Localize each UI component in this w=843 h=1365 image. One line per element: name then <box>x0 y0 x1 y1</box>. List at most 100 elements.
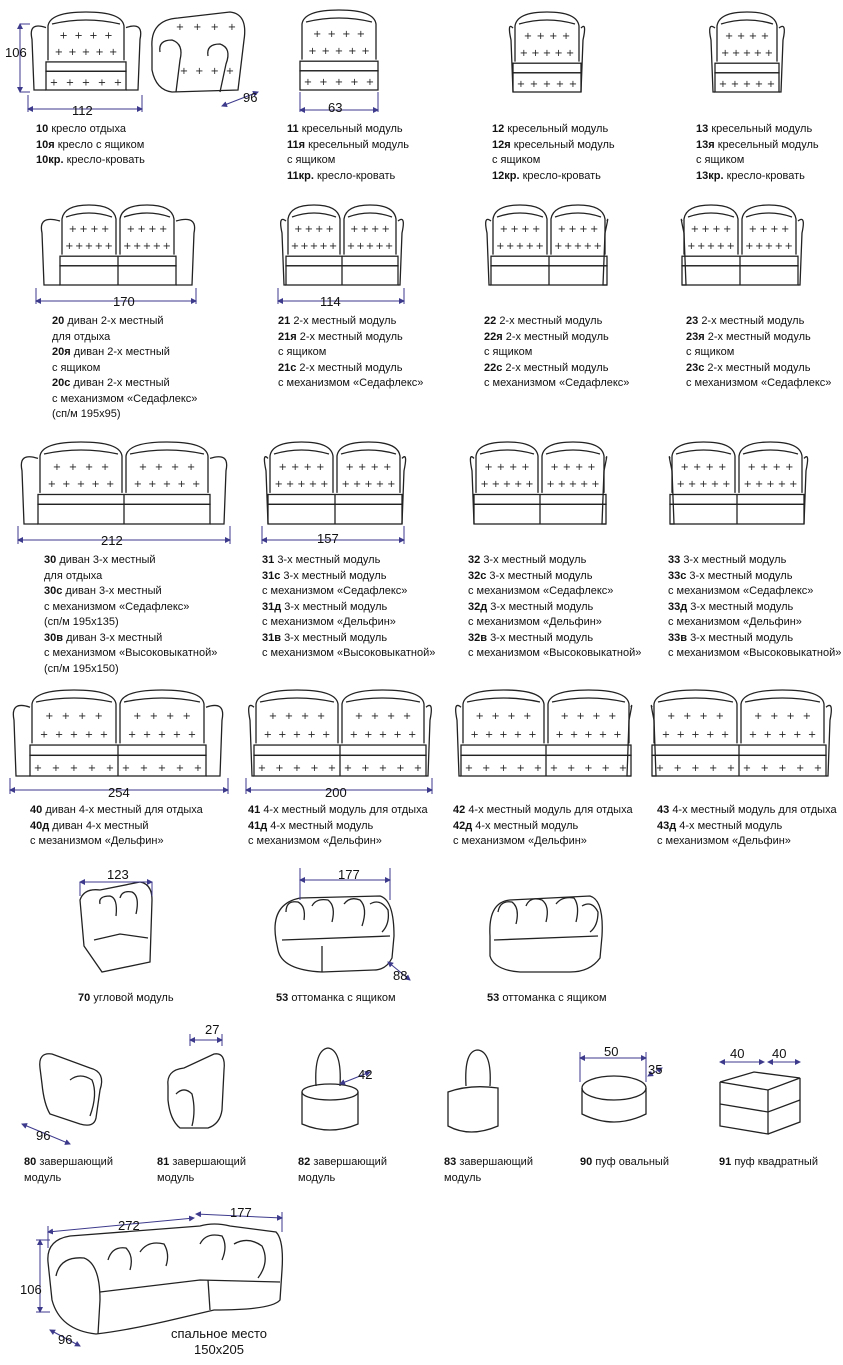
caption-line: с механизмом «Седафлекс» <box>484 376 629 392</box>
dimension-line <box>195 1211 283 1221</box>
model-code: 30с <box>44 585 63 597</box>
module-41: ++++++++++++++++++++++++++++ <box>248 689 432 777</box>
svg-text:+: + <box>78 711 86 722</box>
svg-text:+: + <box>484 462 492 473</box>
model-description: для отдыха <box>52 330 111 343</box>
svg-text:+: + <box>385 241 393 252</box>
svg-text:+: + <box>379 729 387 740</box>
module-22: ++++++++++++++++++ <box>485 204 609 286</box>
model-description: 2-х местный модуль <box>707 361 811 374</box>
module-43: ++++++++++++++++++++++++++++ <box>650 689 832 777</box>
model-code: 40д <box>30 819 50 832</box>
caption-line: 80 завершающий <box>24 1155 113 1171</box>
caption-line: (сп/м 195х135) <box>44 615 217 631</box>
svg-text:+: + <box>305 224 313 235</box>
svg-text:+: + <box>558 224 566 235</box>
model-code: 31д <box>262 600 282 613</box>
model-code: 20я <box>52 346 71 358</box>
model-description: 4-х местный модуль для отдыха <box>468 804 633 816</box>
model-description: с механизмом «Высоковыкатной» <box>262 647 436 659</box>
model-description: с механизмом «Дельфин» <box>657 835 791 847</box>
model-code: 11кр. <box>287 169 314 182</box>
dim-11-width: 63 <box>328 100 343 115</box>
svg-text:+: + <box>258 763 266 774</box>
svg-text:+: + <box>77 479 85 490</box>
model-code: 43 <box>657 804 670 816</box>
svg-text:+: + <box>193 22 201 33</box>
svg-text:+: + <box>743 763 751 774</box>
caption-line: с механизмом «Седафлекс» <box>278 376 423 392</box>
caption-line: модуль <box>444 1171 533 1187</box>
ottoman-53-right <box>489 895 603 973</box>
ottoman-91 <box>719 1071 801 1135</box>
svg-text:+: + <box>342 29 350 40</box>
model-description: кресельный модуль <box>513 138 615 151</box>
model-description: с механизмом «Дельфин» <box>262 616 396 628</box>
dim-10-height: 106 <box>5 45 27 60</box>
caption-line: 82 завершающий <box>298 1155 387 1171</box>
svg-text:+: + <box>297 479 305 490</box>
sofa-30: ++++++++++++++++++ <box>20 441 228 525</box>
svg-text:+: + <box>89 31 97 42</box>
model-description: кресельный модуль <box>507 123 609 135</box>
model-description: 2-х местный модуль <box>701 315 805 327</box>
svg-text:+: + <box>524 31 532 42</box>
model-description: 4-х местный модуль <box>270 819 374 832</box>
svg-text:+: + <box>563 462 571 473</box>
sleeping-place-label: спальное место <box>170 1326 268 1341</box>
sofa-40: ++++++++++++++++++++++++++++ <box>12 689 224 777</box>
model-description: кресло-кровать <box>66 154 145 166</box>
svg-text:+: + <box>70 729 78 740</box>
svg-text:+: + <box>122 763 130 774</box>
caption-line: модуль <box>157 1171 246 1187</box>
svg-text:+: + <box>356 241 364 252</box>
svg-text:+: + <box>88 763 96 774</box>
svg-text:+: + <box>226 66 234 77</box>
caption-line: для отдыха <box>44 569 217 585</box>
svg-text:+: + <box>785 462 793 473</box>
caption-line: 90 пуф овальный <box>580 1155 669 1171</box>
svg-text:+: + <box>517 763 525 774</box>
svg-text:+: + <box>403 711 411 722</box>
caption-line: с механизмом «Седафлекс» <box>468 584 641 600</box>
svg-text:+: + <box>543 48 551 59</box>
model-description: для отдыха <box>44 569 103 582</box>
caption-line: 33д 3-х местный модуль <box>668 600 841 616</box>
svg-text:+: + <box>770 224 778 235</box>
svg-text:+: + <box>561 711 569 722</box>
caption-line: 22 2-х местный модуль <box>484 314 629 330</box>
svg-text:+: + <box>718 462 726 473</box>
svg-text:+: + <box>749 729 757 740</box>
svg-text:+: + <box>313 29 321 40</box>
module-31: ++++++++++++++++++ <box>263 441 407 525</box>
svg-text:+: + <box>319 241 327 252</box>
model-description: 4-х местный модуль для отдыха <box>672 804 837 816</box>
svg-text:+: + <box>387 479 395 490</box>
svg-text:+: + <box>591 479 599 490</box>
svg-text:+: + <box>748 462 756 473</box>
caption-line: 20я диван 2-х местный <box>52 345 197 361</box>
svg-text:+: + <box>335 46 343 57</box>
svg-text:+: + <box>294 224 302 235</box>
svg-text:+: + <box>706 729 714 740</box>
caption-line: 12 кресельный модуль <box>492 122 615 138</box>
dim-20-width: 170 <box>113 294 135 309</box>
caption-line: с механизмом «Седафлекс» <box>668 584 841 600</box>
model-description: диван 3-х местный <box>65 585 162 597</box>
model-description: кресло-кровать <box>522 169 601 182</box>
caption-line: с механизмом «Седафлекс» <box>52 392 197 408</box>
svg-text:+: + <box>361 763 369 774</box>
svg-text:+: + <box>759 224 767 235</box>
svg-text:+: + <box>709 763 717 774</box>
svg-text:+: + <box>350 224 358 235</box>
model-code: 32в <box>468 631 487 644</box>
svg-text:+: + <box>530 79 538 90</box>
model-code: 13 <box>696 123 709 135</box>
svg-text:+: + <box>379 763 387 774</box>
svg-text:+: + <box>65 241 73 252</box>
svg-text:+: + <box>350 77 358 88</box>
svg-text:+: + <box>803 711 811 722</box>
svg-text:+: + <box>767 79 775 90</box>
